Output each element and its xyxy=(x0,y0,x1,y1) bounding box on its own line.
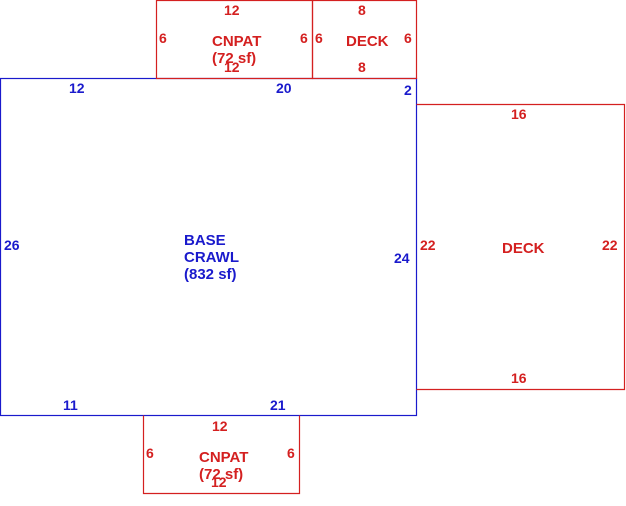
base-dim-top-notch: 2 xyxy=(404,82,412,98)
cnpat-bottom-dim-right: 6 xyxy=(287,445,295,461)
deck-right-outline xyxy=(416,103,626,391)
cnpat-bottom-outline xyxy=(142,415,301,495)
cnpat-bottom-area: (72 sf) xyxy=(199,466,243,483)
base-dim-left: 26 xyxy=(4,237,20,253)
deck-top-outline xyxy=(311,0,418,80)
base-dim-bottom-left: 11 xyxy=(63,397,78,413)
cnpat-top-dim-left: 6 xyxy=(159,30,167,46)
base-name-line1: BASE xyxy=(184,232,226,249)
deck-top-dim-bottom: 8 xyxy=(358,59,366,75)
cnpat-top-name: CNPAT xyxy=(212,33,261,50)
base-name-line2: CRAWL xyxy=(184,249,239,266)
deck-right-dim-left: 22 xyxy=(420,237,436,253)
cnpat-top-dim-right: 6 xyxy=(300,30,308,46)
cnpat-top-dim-top: 12 xyxy=(224,2,240,18)
base-dim-bottom-right: 21 xyxy=(270,397,286,413)
deck-right-dim-bottom: 16 xyxy=(511,370,527,386)
cnpat-bottom-dim-bottom: 12 xyxy=(211,474,227,490)
base-dim-top-left: 12 xyxy=(69,80,85,96)
base-dim-right: 24 xyxy=(394,250,410,266)
deck-top-dim-left: 6 xyxy=(315,30,323,46)
deck-right-name: DECK xyxy=(502,240,545,257)
cnpat-top-dim-bottom: 12 xyxy=(224,59,240,75)
deck-top-name: DECK xyxy=(346,33,389,50)
cnpat-bottom-dim-left: 6 xyxy=(146,445,154,461)
deck-top-dim-top: 8 xyxy=(358,2,366,18)
cnpat-bottom-dim-top: 12 xyxy=(212,418,228,434)
deck-top-dim-right: 6 xyxy=(404,30,412,46)
base-area: (832 sf) xyxy=(184,266,237,283)
cnpat-top-area: (72 sf) xyxy=(212,50,256,67)
deck-right-dim-right: 22 xyxy=(602,237,618,253)
base-dim-top-right: 20 xyxy=(276,80,292,96)
cnpat-bottom-name: CNPAT xyxy=(199,449,248,466)
deck-right-dim-top: 16 xyxy=(511,106,527,122)
